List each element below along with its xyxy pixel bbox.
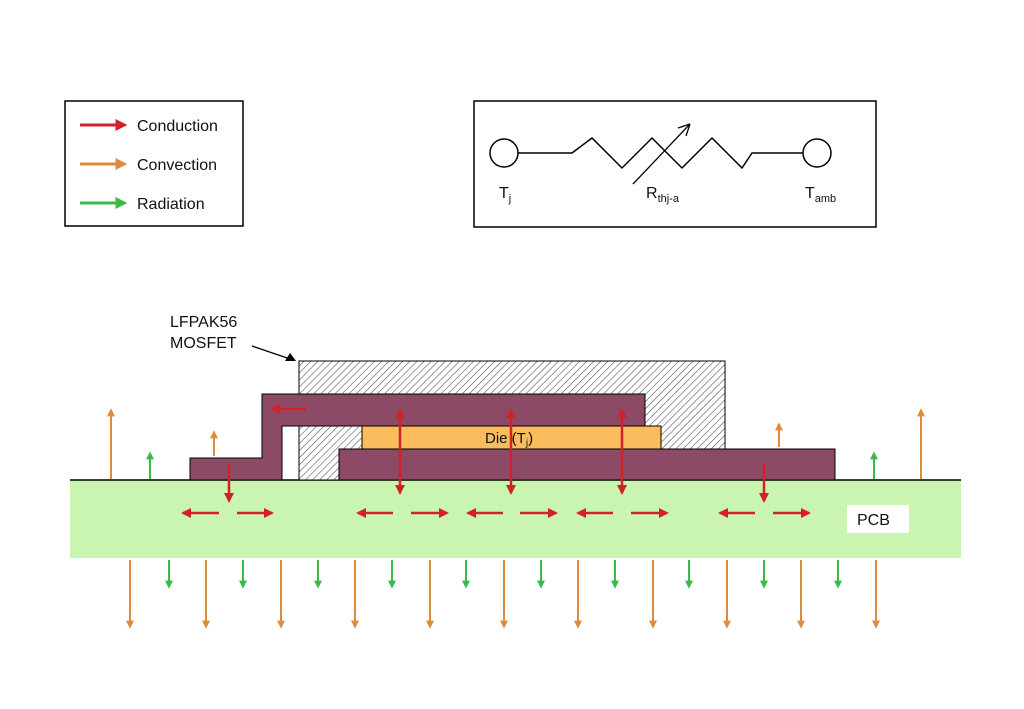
tj-node bbox=[489, 138, 519, 168]
die-label: Die (Tj) bbox=[485, 430, 533, 449]
legend: Conduction Convection Radiation bbox=[64, 100, 244, 227]
conduction-arrows bbox=[181, 404, 811, 518]
legend-conduction-label: Conduction bbox=[137, 118, 218, 135]
radiation-arrows bbox=[146, 451, 878, 589]
package-label-line2: MOSFET bbox=[170, 335, 237, 352]
pcb-board bbox=[70, 480, 961, 558]
leadframe-drain bbox=[338, 448, 836, 481]
package-pointer-head bbox=[285, 353, 296, 361]
convection-arrows bbox=[107, 408, 925, 629]
variable-arrowhead bbox=[677, 123, 691, 137]
variable-arrow bbox=[632, 123, 691, 185]
tamb-node bbox=[802, 138, 832, 168]
tamb-label: Tamb bbox=[805, 185, 836, 205]
legend-convection-label: Convection bbox=[137, 157, 217, 174]
package-label-line1: LFPAK56 bbox=[170, 314, 237, 331]
resistor-symbol bbox=[518, 136, 803, 170]
legend-radiation-label: Radiation bbox=[137, 196, 205, 213]
rthja-label: Rthj-a bbox=[646, 185, 680, 205]
thermal-circuit: Tj Rthj-a Tamb bbox=[473, 100, 877, 228]
package-pointer bbox=[251, 345, 294, 361]
tj-label: Tj bbox=[499, 185, 511, 205]
pcb-label-box bbox=[847, 505, 909, 533]
pcb-label: PCB bbox=[857, 512, 890, 529]
